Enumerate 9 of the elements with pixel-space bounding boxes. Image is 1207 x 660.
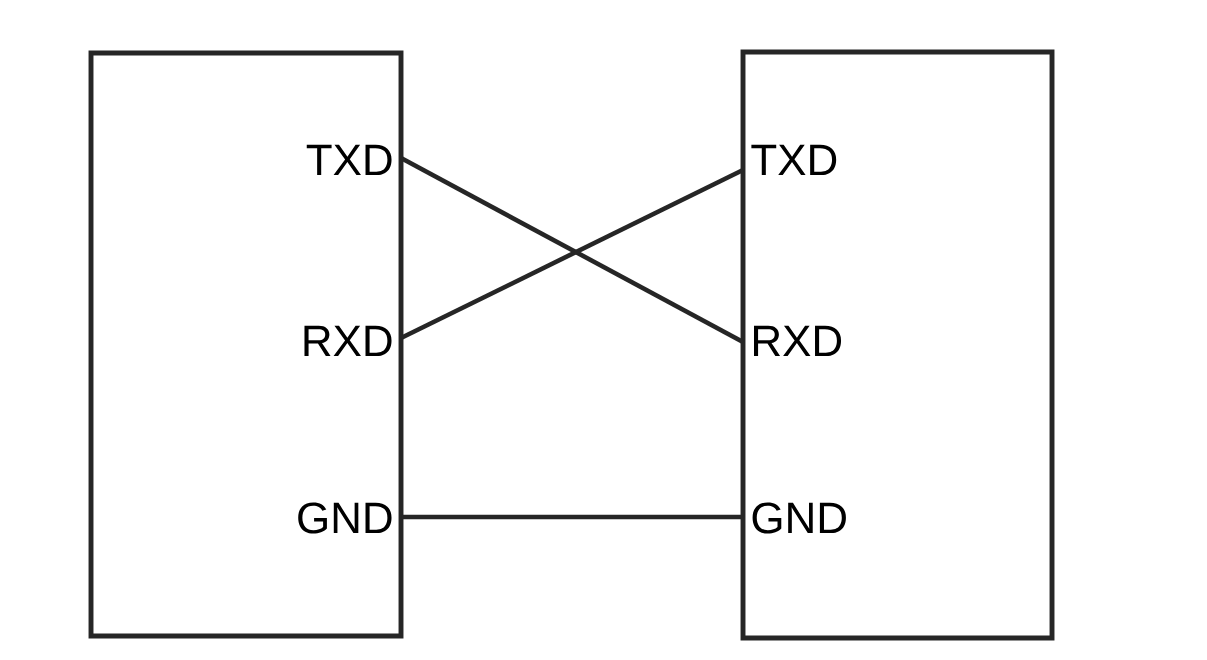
pin-label: GND xyxy=(752,502,846,534)
wire xyxy=(401,514,743,520)
device-box xyxy=(88,50,404,639)
pin-label: RXD xyxy=(304,325,392,357)
pin-label: TXD xyxy=(751,144,837,176)
pin-label: RXD xyxy=(754,325,842,357)
device-box xyxy=(740,49,1055,641)
pin-label: TXD xyxy=(306,144,392,176)
pin-label: GND xyxy=(298,502,392,534)
